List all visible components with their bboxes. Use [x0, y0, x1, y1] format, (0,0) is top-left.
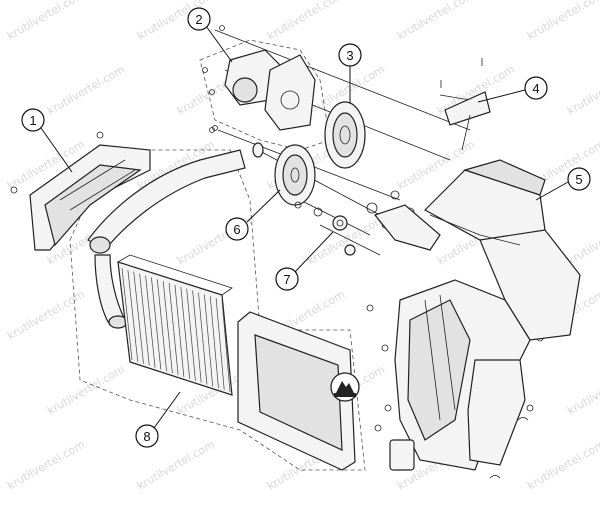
- group-outline-2: [199, 39, 331, 151]
- core-fin: [186, 288, 196, 381]
- core-fin: [209, 296, 219, 389]
- core-fin: [162, 281, 173, 374]
- callouts: 1 2 3 4 5 6 7 8: [21, 7, 591, 448]
- core-fin: [168, 283, 179, 376]
- mountain-logo-icon: [330, 372, 360, 402]
- callout-2-label: 2: [195, 12, 202, 27]
- watermark-text: krutilvertel.com: [5, 288, 87, 343]
- callout-6: 6: [225, 217, 249, 241]
- watermark-text: krutilvertel.com: [565, 63, 600, 118]
- callout-4-label: 4: [532, 81, 539, 96]
- part-8-heater-core: [87, 149, 356, 471]
- core-fin: [121, 267, 133, 361]
- callout-5: 5: [567, 167, 591, 191]
- callout-8-label: 8: [143, 429, 150, 444]
- core-fin: [139, 273, 150, 366]
- callout-3: 3: [338, 43, 362, 67]
- watermark-text: krutilvertel.com: [525, 438, 600, 493]
- watermark-text: krutilvertel.com: [45, 63, 127, 118]
- part-3-fan-wheel: [324, 101, 366, 169]
- callout-2: 2: [187, 7, 211, 31]
- part-5-hvac-housing: [373, 159, 581, 471]
- callout-1-label: 1: [29, 113, 36, 128]
- part-2-blower-motor: [202, 25, 316, 131]
- part-7-actuator: [313, 207, 356, 256]
- core-fin: [156, 279, 167, 372]
- core-fins: [121, 267, 231, 393]
- callout-7-label: 7: [283, 272, 290, 287]
- core-fin: [204, 294, 214, 387]
- watermark-text: krutilvertel.com: [525, 0, 600, 43]
- watermark-text: krutilvertel.com: [5, 0, 87, 43]
- watermark-text: krutilvertel.com: [45, 363, 127, 418]
- watermark-text: krutilvertel.com: [5, 438, 87, 493]
- watermark-text: krutilvertel.com: [265, 0, 347, 43]
- leader-lines: [40, 25, 569, 429]
- core-fin: [151, 277, 162, 370]
- part-4-cover-plate: [440, 58, 491, 151]
- callout-5-label: 5: [575, 172, 582, 187]
- watermark-text: krutilvertel.com: [395, 0, 477, 43]
- watermark-text: krutilvertel.com: [565, 363, 600, 418]
- core-fin: [198, 292, 208, 385]
- core-fin: [133, 271, 144, 364]
- callout-3-label: 3: [346, 48, 353, 63]
- callout-8: 8: [135, 424, 159, 448]
- callout-1: 1: [21, 108, 45, 132]
- callout-7: 7: [275, 267, 299, 291]
- core-fin: [174, 284, 185, 377]
- callout-6-label: 6: [233, 222, 240, 237]
- part-1-duct-bracket: [10, 131, 151, 251]
- core-fin: [127, 269, 139, 362]
- core-fin: [180, 286, 190, 379]
- core-fin: [192, 290, 202, 383]
- core-fin: [221, 299, 231, 393]
- watermark-text: krutilvertel.com: [565, 213, 600, 268]
- callout-4: 4: [524, 76, 548, 100]
- part-6-fan-wheel: [252, 142, 316, 206]
- core-fin: [145, 275, 156, 368]
- group-outline-8: [69, 149, 366, 471]
- core-fin: [215, 298, 225, 391]
